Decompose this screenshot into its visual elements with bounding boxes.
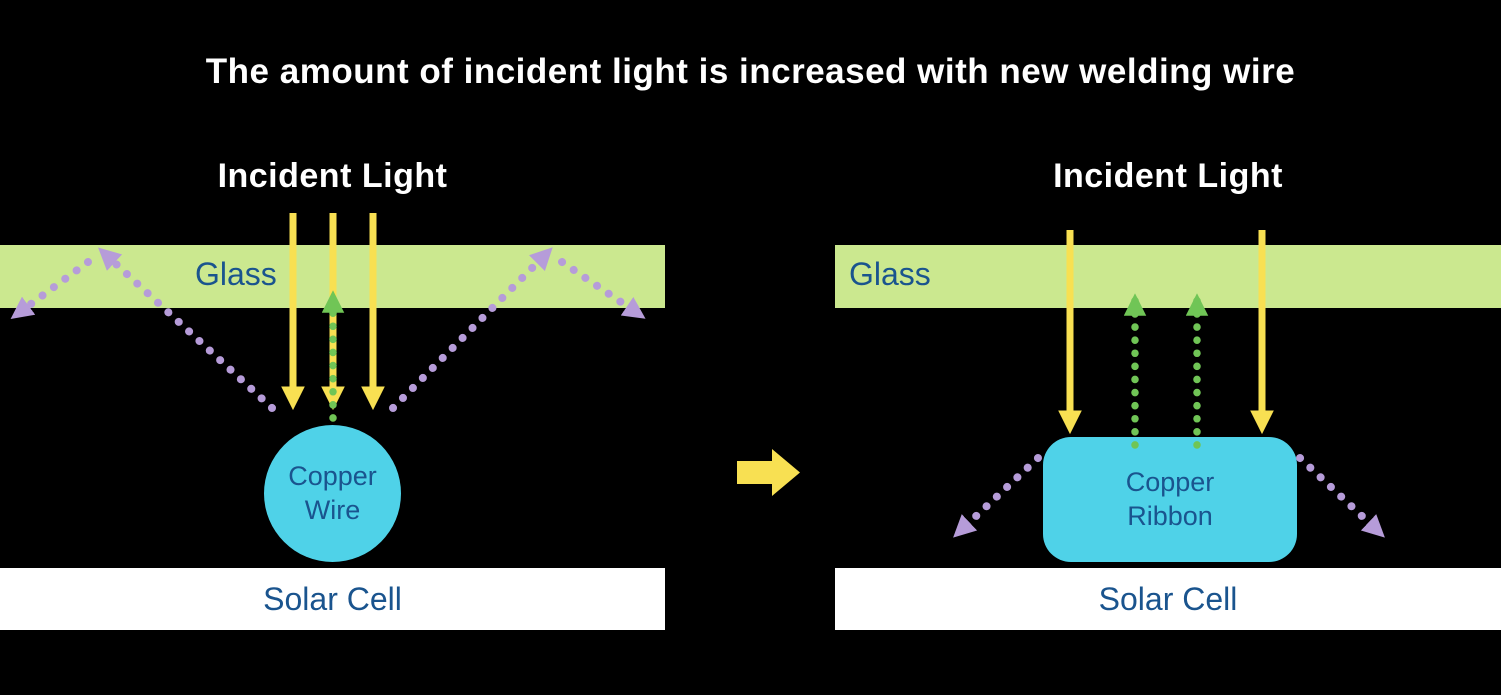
glass-label-right: Glass [849, 256, 931, 292]
solar-cell-label-left: Solar Cell [263, 580, 402, 617]
incident-light-label-left: Incident Light [217, 157, 448, 195]
incident-light-label-right: Incident Light [1053, 157, 1283, 195]
redirected-ray-right [1296, 454, 1385, 538]
glass-layer-right [835, 245, 1501, 308]
copper-wire-shape: Copper Wire [264, 425, 401, 562]
transition-arrow-icon [737, 449, 800, 496]
solar-cell-right: Solar Cell [835, 568, 1501, 630]
copper-ribbon-label-line1: Copper [1125, 466, 1215, 497]
copper-wire-label-line2: Wire [304, 494, 361, 525]
copper-wire-label-line1: Copper [288, 460, 377, 491]
glass-layer-left [0, 245, 665, 308]
copper-ribbon-shape: Copper Ribbon [1043, 437, 1297, 562]
glass-label-left: Glass [195, 256, 277, 292]
solar-cell-left: Solar Cell [0, 568, 665, 630]
solar-cell-label-right: Solar Cell [1098, 580, 1238, 617]
redirected-ray-left [953, 454, 1042, 538]
diagram-title: The amount of incident light is increase… [205, 52, 1296, 91]
copper-ribbon-label-line2: Ribbon [1127, 500, 1213, 531]
